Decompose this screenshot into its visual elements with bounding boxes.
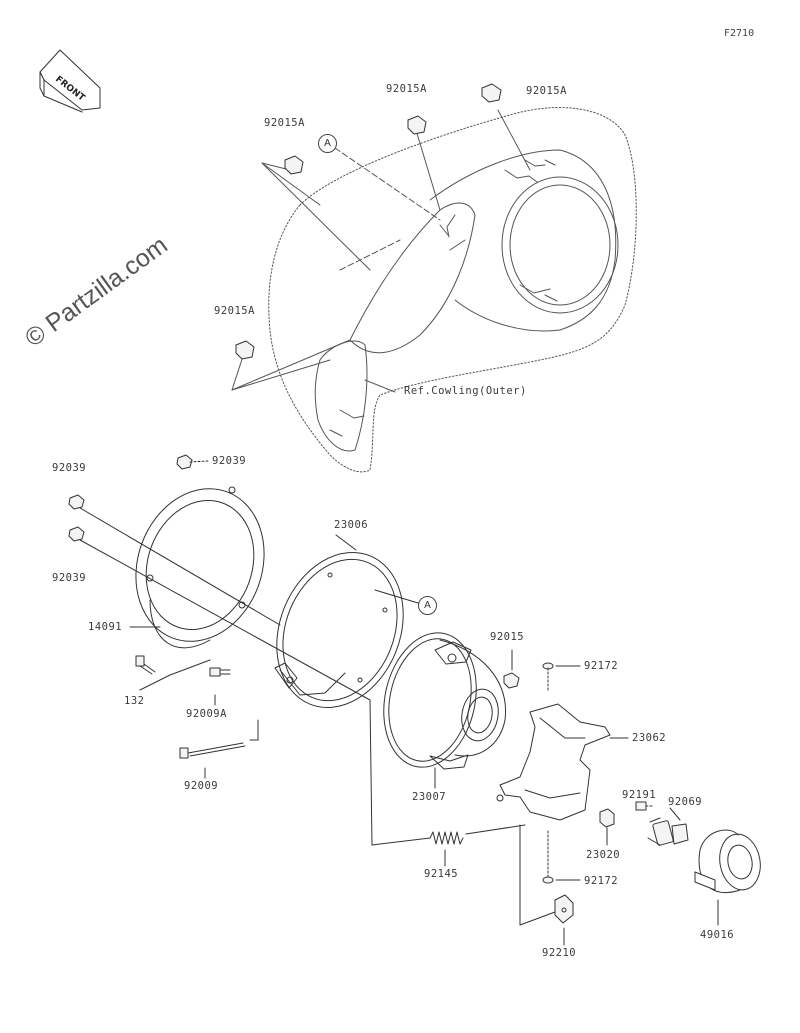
label-92039-left: 92039	[52, 462, 87, 474]
leader-lines-cowling	[231, 109, 531, 393]
label-92015A-1: 92015A	[264, 117, 305, 129]
bulb-92069	[647, 817, 689, 846]
label-92039-top: 92039	[212, 455, 247, 467]
label-49016: 49016	[700, 929, 735, 941]
label-92069: 92069	[668, 796, 703, 808]
label-92015: 92015	[490, 631, 525, 643]
callout-a-lower: A	[418, 596, 437, 615]
label-14091: 14091	[88, 621, 123, 633]
label-92009A: 92009A	[186, 708, 227, 720]
label-23062: 23062	[632, 732, 667, 744]
label-23020: 23020	[586, 849, 621, 861]
screw-92039-left	[68, 494, 85, 510]
screw-92009	[179, 742, 246, 759]
label-92172-low: 92172	[584, 875, 619, 887]
front-arrow-icon: FRONT	[39, 49, 101, 113]
headlight-unit-23007	[383, 632, 507, 770]
grommet-92015A-c	[481, 83, 502, 103]
cowling-outer	[268, 107, 637, 473]
screw-92039-top	[176, 454, 193, 470]
label-92015A-3: 92015A	[526, 85, 567, 97]
label-23007: 23007	[412, 791, 447, 803]
label-92210: 92210	[542, 947, 577, 959]
screw-92172-low	[542, 829, 554, 884]
rubber-cover-49016	[694, 829, 761, 894]
ref-cowling-note: Ref.Cowling(Outer)	[404, 385, 527, 397]
headlight-mounting-ring-23006	[274, 551, 404, 709]
headlight-bracket-23062	[496, 703, 611, 821]
socket-92191	[635, 801, 647, 811]
screw-92039-low	[68, 526, 85, 542]
spring-92145	[429, 831, 464, 845]
nut-plate-92210	[554, 894, 574, 924]
figure-code: F2710	[724, 28, 755, 39]
label-92172-top: 92172	[584, 660, 619, 672]
grommet-92015A-b	[407, 115, 427, 135]
label-92015A-4: 92015A	[214, 305, 255, 317]
screw-92172-top	[542, 662, 554, 691]
grommet-92015	[503, 672, 520, 689]
bolt-132	[135, 655, 156, 675]
label-92009: 92009	[184, 780, 219, 792]
label-132: 132	[124, 695, 145, 707]
label-92191: 92191	[622, 789, 657, 801]
grommet-92015A-d	[235, 340, 255, 360]
screw-92009A	[209, 667, 231, 677]
label-92015A-2: 92015A	[386, 83, 427, 95]
label-23006: 23006	[334, 519, 369, 531]
grommet-92015A-a	[284, 155, 304, 175]
callout-a-top: A	[318, 134, 337, 153]
label-92145: 92145	[424, 868, 459, 880]
headlight-trim-ring-14091	[135, 486, 265, 649]
clip-23020	[599, 808, 615, 828]
label-92039-low: 92039	[52, 572, 87, 584]
